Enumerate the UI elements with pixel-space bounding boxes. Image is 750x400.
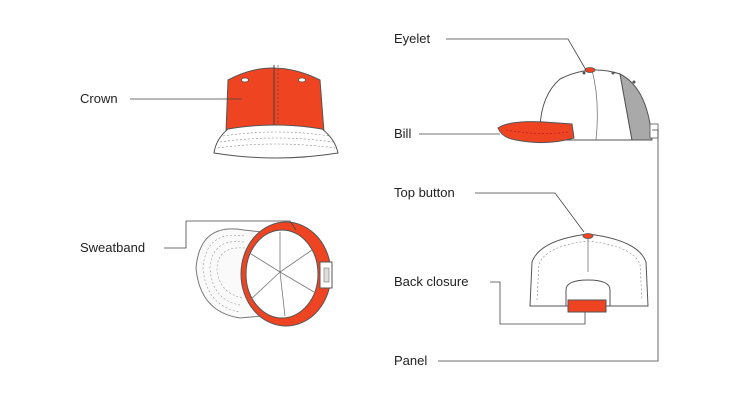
side-strap-loop [649, 123, 659, 139]
leader-lines [130, 38, 659, 362]
side-eyelet-3 [632, 80, 636, 84]
bill-stitch-2 [219, 137, 334, 143]
interior-seam-4 [279, 271, 286, 317]
eyelet-right [298, 77, 306, 83]
bill-label: Bill [394, 126, 412, 141]
leader-back-closure [490, 281, 586, 325]
cap-front-view-icon [213, 65, 339, 159]
side-bill-stitch [505, 129, 569, 134]
side-seam [591, 69, 598, 141]
leader-top-button [475, 192, 585, 233]
side-eyelet-1 [582, 71, 586, 75]
eyelet-left [241, 77, 249, 83]
top-button-label: Top button [394, 185, 455, 200]
side-eyelet-2 [611, 71, 615, 75]
back-closure-label: Back closure [394, 274, 469, 289]
side-panel-gray [619, 73, 653, 141]
side-bill-shape [497, 121, 575, 144]
leader-sweatband [164, 220, 297, 249]
underside-interior [245, 229, 319, 319]
interior-seam-6 [279, 249, 313, 273]
interior-seam-5 [279, 271, 315, 293]
back-top-button [582, 233, 594, 239]
back-closure-strap [567, 299, 607, 313]
underside-bill-stitch-1 [202, 234, 245, 313]
cap-side-view-icon [497, 67, 659, 144]
leader-eyelet [446, 38, 587, 71]
eyelet-label: Eyelet [394, 31, 431, 46]
underside-bill-stitch-3 [216, 247, 246, 299]
leader-panel [438, 129, 659, 362]
cap-underside-view-icon [195, 221, 333, 327]
bill-stitch-1 [222, 131, 331, 137]
side-top-button [584, 67, 596, 73]
interior-seam-2 [247, 251, 281, 273]
crown-label: Crown [80, 91, 118, 106]
bill-stitch-3 [217, 143, 336, 149]
sweatband-label: Sweatband [80, 240, 146, 255]
front-bill-shape [213, 124, 339, 159]
interior-seam-3 [249, 271, 281, 301]
underside-closure-strap [323, 267, 330, 283]
panel-label: Panel [394, 353, 428, 368]
crown-shape [225, 67, 325, 133]
underside-bill-stitch-2 [209, 241, 245, 306]
cap-back-view-icon [529, 233, 649, 313]
